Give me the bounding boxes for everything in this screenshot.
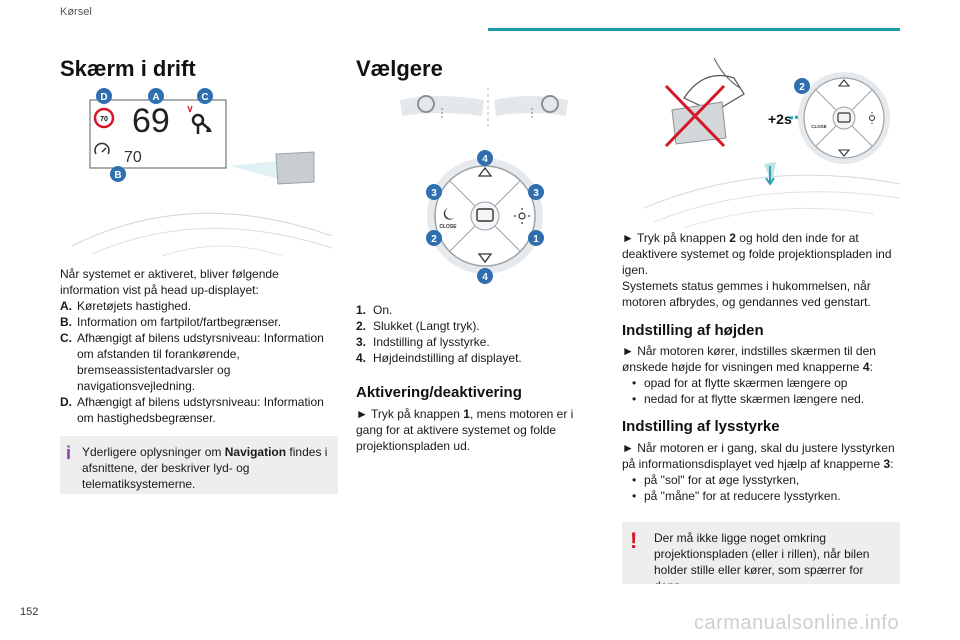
speedometer-icon [94, 142, 110, 155]
watermark: carmanualsonline.info [694, 612, 900, 634]
svg-text:C: C [201, 92, 208, 103]
brightness-heading: Indstilling af lysstyrke [622, 418, 780, 435]
up-arrow-icon [477, 166, 493, 177]
section-title-display: Skærm i drift [60, 56, 196, 81]
svg-text:3: 3 [533, 188, 539, 199]
callout-1: 1 [528, 230, 544, 246]
callout-d: D [96, 88, 112, 104]
sun-icon [869, 112, 875, 124]
height-heading: Indstilling af højden [622, 322, 764, 339]
warning-icon: ! [630, 528, 638, 553]
header-accent-rule [488, 28, 900, 31]
screen-icon [476, 208, 494, 222]
height-paragraph: ► Når motoren kører, indstilles skærmen … [622, 343, 902, 407]
deactivation-illustration: +2s CLOSE 2 [644, 58, 900, 228]
screen-icon [837, 112, 851, 123]
control-pad-diagram: CLOSE 4 3 3 2 1 4 [426, 150, 544, 284]
svg-text:4: 4 [482, 154, 488, 165]
svg-text:2: 2 [431, 234, 437, 245]
warning-note: ! Der må ikke ligge noget omkring projek… [622, 522, 900, 584]
page-number: 152 [20, 606, 39, 618]
callout-c: C [197, 88, 213, 104]
info-icon: i [66, 443, 72, 463]
list-item: D.Afhængigt af bilens udstyrsniveau: Inf… [60, 395, 324, 425]
display-intro: Når systemet er aktiveret, bliver følgen… [60, 267, 279, 297]
running-header: Kørsel [60, 6, 92, 18]
svg-text:CLOSE: CLOSE [811, 124, 827, 129]
svg-text:B: B [114, 170, 121, 181]
controls-list: 1.On. 2.Slukket (Langt tryk). 3.Indstill… [356, 302, 626, 366]
list-item: B.Information om fartpilot/fartbegrænser… [60, 315, 282, 329]
list-item: •på "måne" for at reducere lysstyrken. [632, 489, 841, 503]
list-item: 2.Slukket (Langt tryk). [356, 319, 480, 333]
steering-wheel-positions-illustration [400, 88, 568, 128]
callout-2: 2 [426, 230, 442, 246]
speed-limit-sign-icon [93, 107, 115, 129]
brightness-paragraph: ► Når motoren er i gang, skal du justere… [622, 440, 902, 504]
callout-a: A [148, 88, 164, 104]
list-item: 3.Indstilling af lysstyrke. [356, 335, 490, 349]
steering-wheel-icon [417, 95, 435, 113]
display-items-list: A.Køretøjets hastighed. B.Information om… [60, 298, 336, 426]
down-arrow-icon [765, 166, 775, 186]
roundabout-nav-icon [187, 105, 212, 134]
up-arrow-icon [837, 79, 851, 87]
svg-text:1: 1 [533, 234, 539, 245]
list-item: C.Afhængigt af bilens udstyrsniveau: Inf… [60, 331, 324, 393]
moon-icon [443, 208, 454, 220]
list-item: •nedad for at flytte skærmen længere ned… [632, 392, 865, 406]
activation-paragraph: ► Tryk på knappen 1, mens motoren er i g… [356, 407, 574, 453]
down-arrow-icon [477, 253, 493, 264]
list-item: •opad for at flytte skærmen længere op [632, 376, 848, 390]
section-title-controls: Vælgere [356, 56, 443, 81]
svg-text:A: A [152, 92, 159, 103]
steering-wheel-icon [541, 95, 559, 113]
list-item: •på "sol" for at øge lysstyrken, [632, 473, 800, 487]
memory-paragraph: Systemets status gemmes i hukommelsen, n… [622, 279, 871, 309]
callout-b: B [110, 166, 126, 182]
svg-text:D: D [100, 92, 107, 103]
svg-text:4: 4 [482, 272, 488, 283]
list-item: A.Køretøjets hastighed. [60, 299, 192, 313]
deactivation-paragraph: ► Tryk på knappen 2 og hold den inde for… [622, 231, 892, 277]
hud-display-illustration: 70 69 70 D A C B [71, 88, 333, 257]
callout-4-top: 4 [477, 150, 493, 166]
hold-duration-label: +2s [768, 111, 792, 127]
activation-heading: Aktivering/deaktivering [356, 384, 522, 401]
svg-text:3: 3 [431, 188, 437, 199]
down-arrow-icon [837, 149, 851, 157]
callout-2: 2 [794, 78, 810, 94]
cruise-speed-value: 70 [124, 149, 142, 166]
callout-3-left: 3 [426, 184, 442, 200]
list-item: 4.Højdeindstilling af displayet. [356, 351, 522, 365]
vehicle-speed-value: 69 [132, 102, 170, 140]
list-item: 1.On. [356, 303, 393, 317]
callout-3-right: 3 [528, 184, 544, 200]
callout-4-bottom: 4 [477, 268, 493, 284]
sun-icon [514, 208, 530, 224]
svg-text:CLOSE: CLOSE [439, 224, 457, 230]
svg-text:2: 2 [799, 82, 805, 93]
speed-limit-value: 70 [100, 116, 108, 123]
info-note: i Yderligere oplysninger om Navigation f… [60, 436, 338, 494]
